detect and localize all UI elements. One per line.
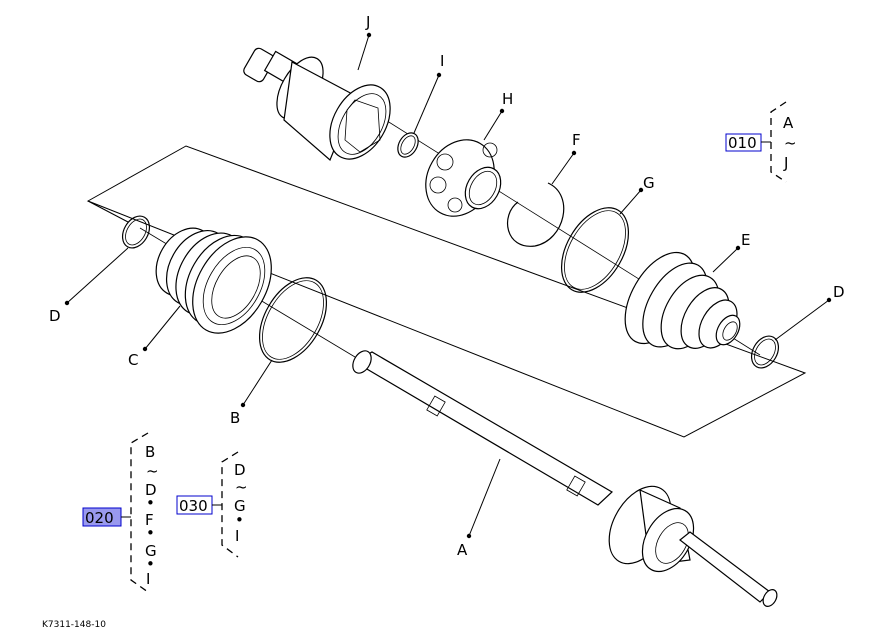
- ref-030-item-3: •: [235, 511, 244, 529]
- ref-group-020[interactable]: 020 B ~ D • F • G • I: [82, 432, 159, 593]
- ref-code-020: 020: [85, 509, 114, 527]
- callout-g: G: [619, 174, 655, 215]
- ref-010-item-2: J: [783, 154, 788, 172]
- ref-030-item-2: G: [234, 497, 246, 515]
- callout-e: E: [712, 231, 750, 273]
- label-c: C: [128, 351, 138, 369]
- part-b-band-ring[interactable]: [246, 266, 340, 374]
- part-d-band-left[interactable]: [117, 211, 155, 252]
- callout-b: B: [230, 359, 273, 427]
- label-a: A: [457, 541, 468, 559]
- ref-020-item-7: •: [146, 555, 155, 573]
- ref-020-item-6: G: [145, 542, 157, 560]
- ref-020-item-1: ~: [146, 462, 159, 480]
- subassembly-outline: [86, 145, 807, 438]
- ref-020-item-0: B: [145, 443, 155, 461]
- part-f-snap-ring[interactable]: [506, 182, 565, 247]
- callout-c: C: [128, 305, 181, 369]
- callout-a: A: [457, 458, 501, 559]
- callout-h: H: [483, 90, 513, 141]
- label-b: B: [230, 409, 240, 427]
- part-j-outer-race[interactable]: [242, 47, 403, 170]
- ref-020-item-2: D: [145, 481, 157, 499]
- callout-d-right: D: [774, 283, 845, 341]
- label-e: E: [741, 231, 750, 249]
- outline-axis-left: [87, 200, 129, 223]
- label-i: I: [440, 52, 444, 70]
- part-e-boot[interactable]: [611, 241, 745, 359]
- label-h: H: [502, 90, 513, 108]
- label-g: G: [643, 174, 655, 192]
- part-c-boot[interactable]: [144, 218, 287, 347]
- ref-group-010[interactable]: 010 A ~ J: [725, 101, 797, 183]
- ref-group-030[interactable]: 030 D ~ G • I: [176, 451, 248, 558]
- ref-010-item-1: ~: [784, 134, 797, 152]
- ref-030-item-0: D: [234, 461, 246, 479]
- label-j: J: [365, 13, 370, 31]
- part-g-band-ring[interactable]: [548, 196, 642, 304]
- callout-f: F: [551, 131, 581, 185]
- ref-code-030: 030: [179, 497, 208, 515]
- label-f: F: [572, 131, 581, 149]
- ref-030-item-4: I: [235, 527, 239, 545]
- ref-020-item-5: •: [146, 524, 155, 542]
- ref-020-item-3: •: [146, 494, 155, 512]
- ref-030-item-1: ~: [235, 478, 248, 496]
- part-h-ball-cage[interactable]: [412, 127, 508, 228]
- callout-d-left: D: [49, 247, 129, 325]
- ref-010-item-0: A: [783, 114, 794, 132]
- part-i-circlip[interactable]: [394, 129, 423, 161]
- ref-code-010: 010: [728, 134, 757, 152]
- callout-j: J: [357, 13, 372, 71]
- label-d-right: D: [833, 283, 845, 301]
- callout-i: I: [413, 52, 444, 134]
- label-d-left: D: [49, 307, 61, 325]
- ref-020-item-8: I: [146, 570, 150, 588]
- drawing-code: K7311-148-10: [42, 620, 106, 630]
- ref-020-item-4: F: [145, 511, 154, 529]
- part-d-band-right[interactable]: [746, 331, 784, 372]
- part-a-axle-shaft[interactable]: [349, 348, 780, 609]
